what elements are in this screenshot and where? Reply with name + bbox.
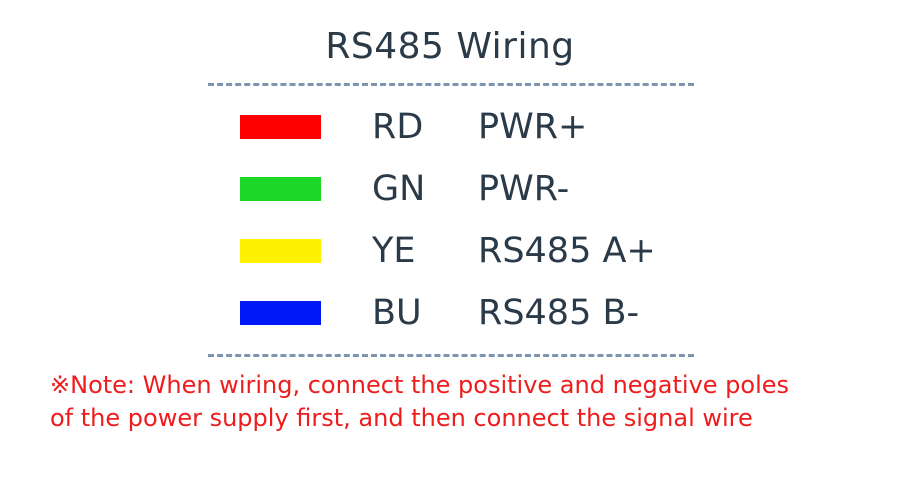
- wire-row-red: RD PWR+: [0, 107, 900, 147]
- wire-color-swatch-green: [240, 177, 321, 201]
- wire-color-swatch-yellow: [240, 239, 321, 263]
- wire-code-label: BU: [372, 293, 422, 333]
- diagram-title: RS485 Wiring: [325, 26, 575, 67]
- wire-signal-label: PWR-: [478, 169, 570, 209]
- wire-row-blue: BU RS485 B-: [0, 293, 900, 333]
- wire-color-swatch-blue: [240, 301, 321, 325]
- wire-code-label: YE: [372, 231, 416, 271]
- wire-row-yellow: YE RS485 A+: [0, 231, 900, 271]
- wire-signal-label: RS485 B-: [478, 293, 640, 333]
- wiring-note-line-1: ※Note: When wiring, connect the positive…: [50, 371, 790, 399]
- wiring-note: ※Note: When wiring, connect the positive…: [50, 369, 880, 435]
- wire-signal-label: RS485 A+: [478, 231, 656, 271]
- wire-code-label: RD: [372, 107, 424, 147]
- wire-color-swatch-red: [240, 115, 321, 139]
- bottom-dashed-divider: [208, 354, 694, 357]
- wire-row-green: GN PWR-: [0, 169, 900, 209]
- wire-code-label: GN: [372, 169, 426, 209]
- wire-signal-label: PWR+: [478, 107, 588, 147]
- wiring-note-line-2: of the power supply first, and then conn…: [50, 404, 753, 432]
- top-dashed-divider: [208, 83, 694, 86]
